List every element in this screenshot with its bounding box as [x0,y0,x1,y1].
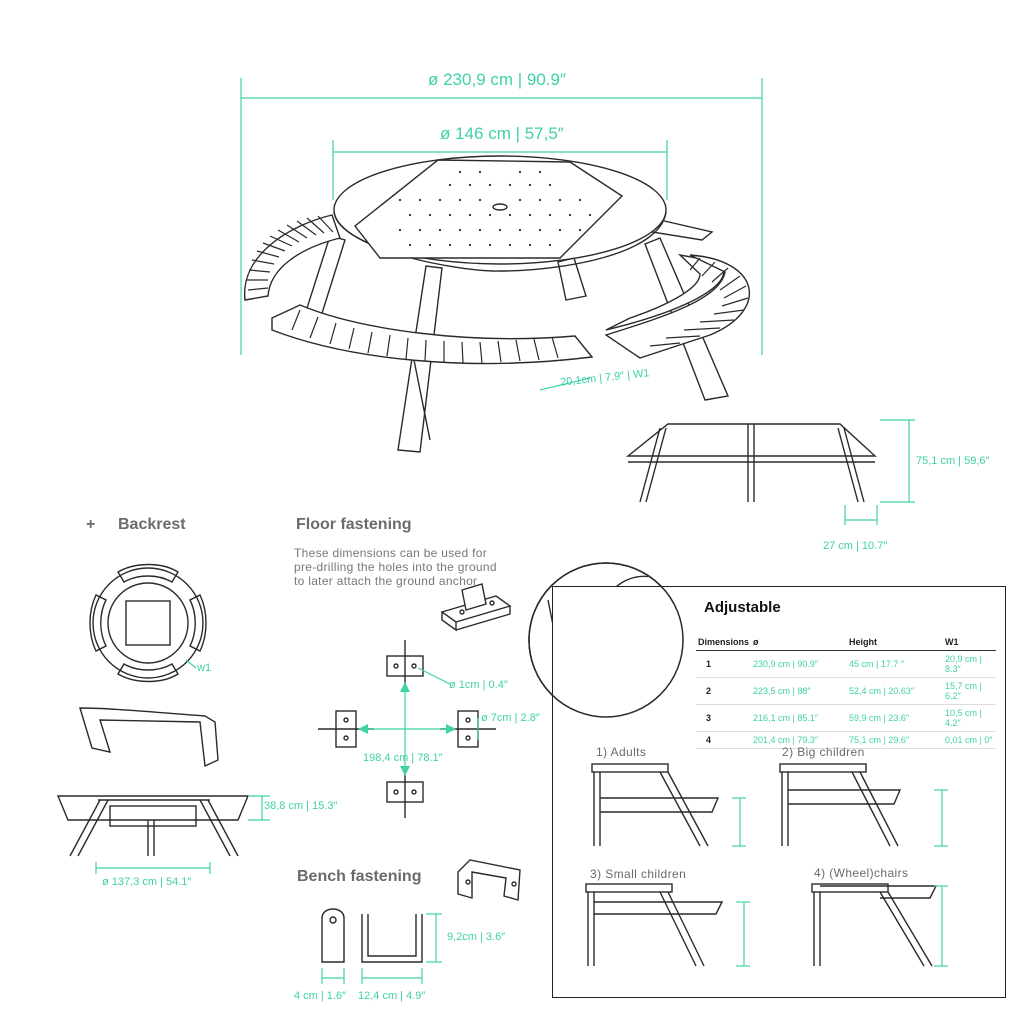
leg-offset-label: 27 cm | 10.7″ [823,540,888,552]
floor-fastening-diagram [318,583,512,818]
variant-label-big-children: 2) Big children [782,745,865,759]
table-row: 4 201,4 cm | 79.3″ 75,1 cm | 29.6″ 0,01 … [696,731,996,749]
backrest-height-label: 38,8 cm | 15.3″ [264,800,338,812]
side-elevation [626,419,915,525]
variant-small-children-figure [585,883,750,967]
table-diameter-label: ø 146 cm | 57,5″ [440,124,564,143]
backrest-piece [79,707,219,768]
w1-cell: 10,5 cm | 4.2″ [943,704,996,732]
table-row: 2 223,5 cm | 88″ 52,4 cm | 20.63″ 15,7 c… [696,677,996,705]
floor-fastening-note: These dimensions can be used for pre-dri… [294,546,497,588]
bench-bracket-large-width: 12,4 cm | 4.9″ [358,990,426,1002]
w1-cell: 20,9 cm | 8.3″ [943,650,996,678]
height-cell: 52,4 cm | 20.63″ [847,677,944,705]
backrest-title: Backrest [118,516,186,533]
column-header: Height [847,634,944,651]
plate-diameter-label: ø 7cm | 2.8″ [481,712,540,724]
row-number: 2 [696,677,752,705]
bench-fastening-title: Bench fastening [297,868,422,885]
variant-label-small-children: 3) Small children [590,867,687,881]
backrest-plus: + [86,516,96,533]
height-cell: 75,1 cm | 29.6″ [847,731,944,749]
bench-width-leader [539,377,591,391]
height-cell: 45 cm | 17.7 ″ [847,650,944,678]
anchor-span-label: 198,4 cm | 78.1″ [363,752,443,764]
variant-wheelchairs-figure [811,883,948,967]
diameter-cell: 223,5 cm | 88″ [751,677,848,705]
bench-bracket-height-label: 9,2cm | 3.6″ [447,931,506,943]
variant-label-wheelchairs: 4) (Wheel)chairs [814,866,909,880]
table-header-row: Dimensions ø Height W1 [696,634,996,651]
w1-label: w1 [197,662,212,674]
row-number: 1 [696,650,752,678]
table-row: 3 216,1 cm | 85.1″ 59,9 cm | 23.6″ 10,5 … [696,704,996,732]
row-number: 3 [696,704,752,732]
picnic-table-perspective [244,155,751,453]
table-row: 1 230,9 cm | 90.9″ 45 cm | 17.7 ″ 20,9 c… [696,650,996,678]
backrest-elevation [56,795,270,874]
backrest-diameter-label: ø 137,3 cm | 54.1″ [102,876,192,888]
column-header: ø [751,634,848,651]
diameter-cell: 201,4 cm | 79.3″ [751,731,848,749]
height-label: 75,1 cm | 59,6″ [916,455,990,467]
outer-diameter-dimension [240,78,763,355]
backrest-top-view [89,563,207,683]
height-cell: 59,9 cm | 23.6″ [847,704,944,732]
w1-cell: 0,01 cm | 0″ [943,731,996,749]
outer-diameter-label: ø 230,9 cm | 90.9″ [428,70,567,89]
bench-bracket-small-width: 4 cm | 1.6″ [294,990,346,1002]
variant-label-adults: 1) Adults [596,745,647,759]
bench-fastening-diagram [321,859,521,984]
hole-diameter-label: ø 1cm | 0.4″ [449,679,508,691]
w1-cell: 15,7 cm | 6.2″ [943,677,996,705]
column-header: Dimensions [696,634,752,651]
floor-fastening-title: Floor fastening [296,516,412,533]
variant-adults-figure [591,763,746,847]
variant-big-children-figure [779,763,948,847]
column-header: W1 [943,634,996,651]
row-number: 4 [696,731,752,749]
adjustable-table: Dimensions ø Height W1 1 230,9 cm | 90.9… [696,634,996,749]
table-diameter-dimension [332,140,668,200]
adjustable-title: Adjustable [704,599,781,616]
diameter-cell: 230,9 cm | 90.9″ [751,650,848,678]
diameter-cell: 216,1 cm | 85.1″ [751,704,848,732]
